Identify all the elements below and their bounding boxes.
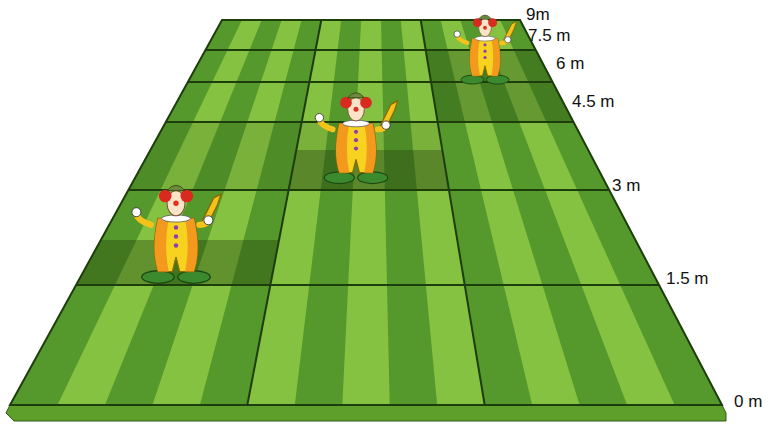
distance-label: 0 m — [734, 393, 762, 410]
distance-label: 7.5 m — [528, 27, 571, 44]
distance-label: 4.5 m — [572, 93, 615, 110]
distance-label: 9m — [526, 6, 550, 23]
distance-label: 3 m — [612, 177, 640, 194]
distance-label: 6 m — [556, 55, 584, 72]
distance-label: 1.5 m — [666, 270, 709, 287]
